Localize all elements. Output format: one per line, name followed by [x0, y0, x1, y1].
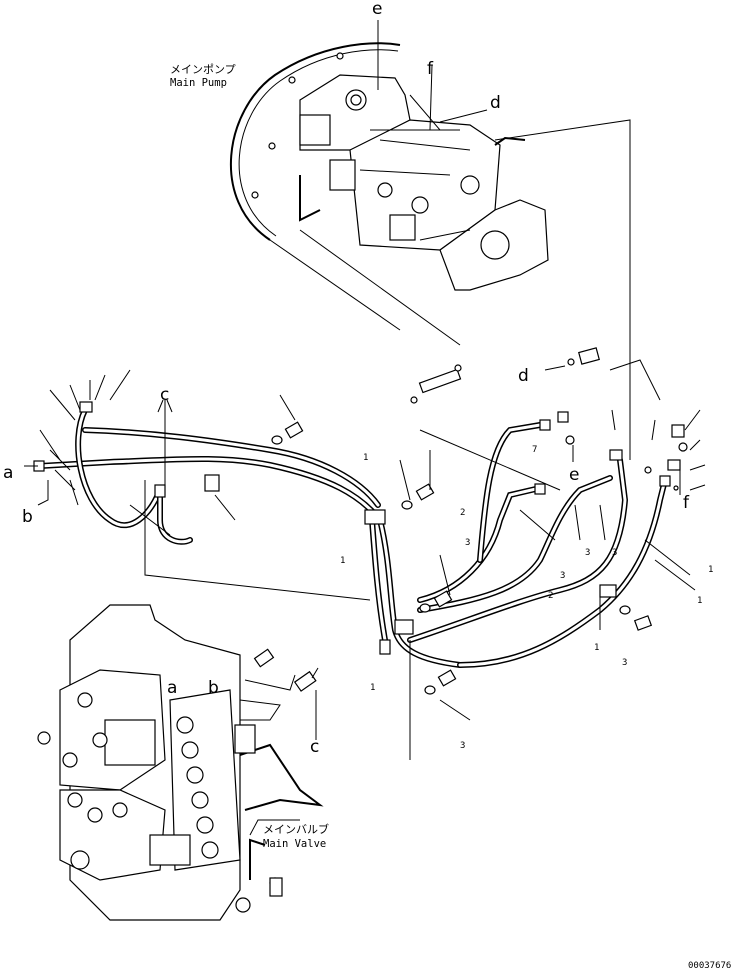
callout-number: 1	[697, 596, 702, 606]
main-pump-label-jp: メインポンプ	[170, 63, 236, 76]
label-e-top: e	[372, 0, 382, 19]
callout-number: 1	[340, 556, 345, 566]
label-a-left: a	[3, 463, 13, 483]
label-b-valve: b	[208, 678, 219, 698]
callout-number: 1	[370, 683, 375, 693]
callout-number: 3	[465, 538, 470, 548]
callout-number: 3	[622, 658, 627, 668]
main-valve-label-jp: メインバルブ	[263, 822, 329, 836]
callout-number: 3	[585, 548, 590, 558]
callout-number: 1	[363, 453, 368, 463]
drawing-number: 00037676	[688, 961, 731, 971]
label-a-valve: a	[167, 678, 177, 698]
fasteners	[271, 347, 688, 695]
hose-routing	[33, 401, 671, 668]
callout-number: 2	[548, 591, 553, 601]
main-valve-assembly	[37, 604, 324, 921]
label-e-right: e	[569, 465, 579, 485]
label-f-top: f	[427, 59, 434, 79]
callout-number: 2	[460, 508, 465, 518]
callout-number: 1	[594, 643, 599, 653]
main-pump-assembly	[229, 20, 631, 460]
leader-lines	[24, 359, 706, 760]
callout-number: 7	[532, 445, 537, 455]
label-f-right: f	[683, 493, 690, 513]
label-d-top: d	[490, 93, 501, 113]
main-pump-label-en: Main Pump	[170, 77, 227, 89]
label-d-right: d	[518, 366, 529, 386]
label-c-upper: c	[160, 385, 169, 405]
main-valve-label-en: Main Valve	[263, 838, 326, 850]
label-b-left: b	[22, 507, 33, 527]
label-c-valve: c	[310, 737, 319, 757]
labels: メインポンプ Main Pump メインバルブ Main Valve e f d…	[3, 0, 731, 971]
callout-number: 3	[560, 571, 565, 581]
callout-number: 1	[708, 565, 713, 575]
callout-number: 3	[460, 741, 465, 751]
callout-number: 3	[612, 548, 617, 558]
valve-spool-row	[62, 692, 219, 859]
